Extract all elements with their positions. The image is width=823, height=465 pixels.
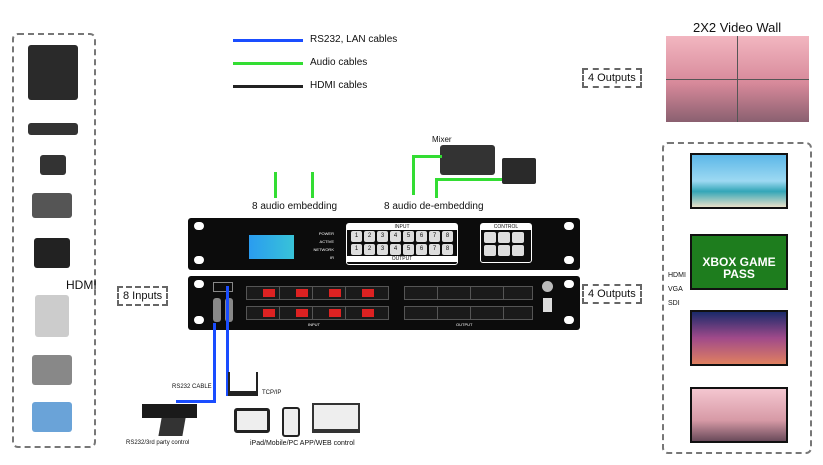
- output-button-4[interactable]: 4: [390, 244, 401, 255]
- tv-display-xbox: XBOX GAME PASS: [690, 234, 788, 290]
- legend-line-hdmi: [233, 85, 303, 88]
- control-button[interactable]: [498, 232, 510, 243]
- tablet-device: [234, 408, 270, 433]
- video-wall-title: 2X2 Video Wall: [693, 20, 782, 35]
- output-type-sdi: SDI: [668, 300, 680, 307]
- laptop-device: [32, 193, 72, 218]
- rs232-control-label: RS232/3rd party control: [126, 440, 190, 446]
- output-button-8[interactable]: 8: [442, 244, 453, 255]
- rear-output-label: OUTPUT: [456, 322, 473, 327]
- rs232-controller-device: [142, 404, 197, 418]
- hdmi-output-port-4[interactable]: [503, 286, 533, 300]
- laptop-device-2: [32, 355, 72, 385]
- output-button-1[interactable]: 1: [351, 244, 362, 255]
- legend-label-hdmi: HDMI cables: [310, 80, 368, 91]
- speakers-icon: [502, 158, 536, 184]
- rs232-cable: [176, 323, 216, 403]
- input-button-6[interactable]: 6: [416, 231, 427, 242]
- legend-line-rs232: [233, 39, 303, 42]
- control-button[interactable]: [484, 232, 496, 243]
- audio-out-lines-2: [435, 178, 502, 198]
- output-button-6[interactable]: 6: [416, 244, 427, 255]
- video-wall-display: [666, 36, 809, 122]
- input-button-4[interactable]: 4: [390, 231, 401, 242]
- indicator-power: POWER: [318, 231, 334, 236]
- hdmi-input-label: HDMI: [66, 278, 97, 292]
- audio-out-lines: [412, 155, 442, 195]
- output-displays-group: [662, 142, 812, 454]
- game-console-device: [40, 155, 66, 175]
- mixer-device: [440, 145, 495, 175]
- lan-cable: [226, 286, 229, 396]
- rs232-cable-label: RS232 CABLE: [172, 384, 212, 390]
- router-icon: [228, 372, 258, 396]
- control-button[interactable]: [498, 245, 510, 256]
- audio-embedding-arrows: [274, 172, 314, 198]
- legend-line-audio: [233, 62, 303, 65]
- audio-de-embedding-label: 8 audio de-embedding: [384, 201, 484, 212]
- media-player-device: [34, 238, 70, 268]
- tcpip-label: TCP/IP: [262, 390, 282, 396]
- indicator-ir: IR: [330, 255, 334, 260]
- input-button-1[interactable]: 1: [351, 231, 362, 242]
- control-panel: CONTROL: [480, 223, 532, 263]
- input-button-3[interactable]: 3: [377, 231, 388, 242]
- set-top-box-device: [28, 123, 78, 135]
- tv-display-3: [690, 310, 788, 366]
- router-device: [28, 45, 78, 100]
- laptop-control-device: [312, 403, 360, 433]
- ptz-camera-device: [35, 295, 69, 337]
- output-button-2[interactable]: 2: [364, 244, 375, 255]
- outputs-arrow: 4 Outputs: [582, 284, 642, 304]
- output-button-3[interactable]: 3: [377, 244, 388, 255]
- rs232-port-2[interactable]: [225, 298, 233, 322]
- audio-embedding-label: 8 audio embedding: [252, 201, 338, 212]
- output-type-vga: VGA: [668, 286, 683, 293]
- input-button-2[interactable]: 2: [364, 231, 375, 242]
- legend-label-audio: Audio cables: [310, 57, 368, 68]
- input-button-5[interactable]: 5: [403, 231, 414, 242]
- output-type-hdmi: HDMI: [668, 272, 686, 279]
- power-switch[interactable]: [543, 298, 552, 312]
- control-button[interactable]: [512, 245, 524, 256]
- mixer-label: Mixer: [432, 135, 452, 144]
- output-label: OUTPUT: [347, 256, 457, 262]
- phone-device: [282, 407, 300, 437]
- inputs-arrow: 8 Inputs: [117, 286, 169, 306]
- hdmi-input-port-4[interactable]: [345, 286, 389, 300]
- tv-display-1: [690, 153, 788, 209]
- video-wall-arrow: 4 Outputs: [582, 68, 642, 88]
- output-button-5[interactable]: 5: [403, 244, 414, 255]
- input-sources-group: [12, 33, 96, 448]
- input-button-7[interactable]: 7: [429, 231, 440, 242]
- output-button-7[interactable]: 7: [429, 244, 440, 255]
- indicator-active: ACTIVE: [319, 239, 334, 244]
- tv-display-4: [690, 387, 788, 443]
- laptop-device-3: [32, 402, 72, 432]
- control-button[interactable]: [512, 232, 524, 243]
- lan-port[interactable]: [213, 282, 233, 292]
- lcd-display: [249, 235, 294, 259]
- app-control-label: iPad/Mobile/PC APP/WEB control: [250, 440, 355, 447]
- power-connector: [542, 281, 553, 292]
- indicator-network: NETWORK: [313, 247, 334, 252]
- hdmi-input-port-8[interactable]: [345, 306, 389, 320]
- control-label: CONTROL: [481, 224, 531, 230]
- keypad-device: [158, 418, 186, 436]
- legend-label-rs232: RS232, LAN cables: [310, 34, 398, 45]
- input-button-8[interactable]: 8: [442, 231, 453, 242]
- hdmi-output-port-8[interactable]: [503, 306, 533, 320]
- rs232-port[interactable]: [213, 298, 221, 322]
- matrix-rear-panel: INPUT OUTPUT: [188, 276, 580, 330]
- control-button[interactable]: [484, 245, 496, 256]
- input-label: INPUT: [347, 224, 457, 230]
- rear-input-label: INPUT: [308, 322, 320, 327]
